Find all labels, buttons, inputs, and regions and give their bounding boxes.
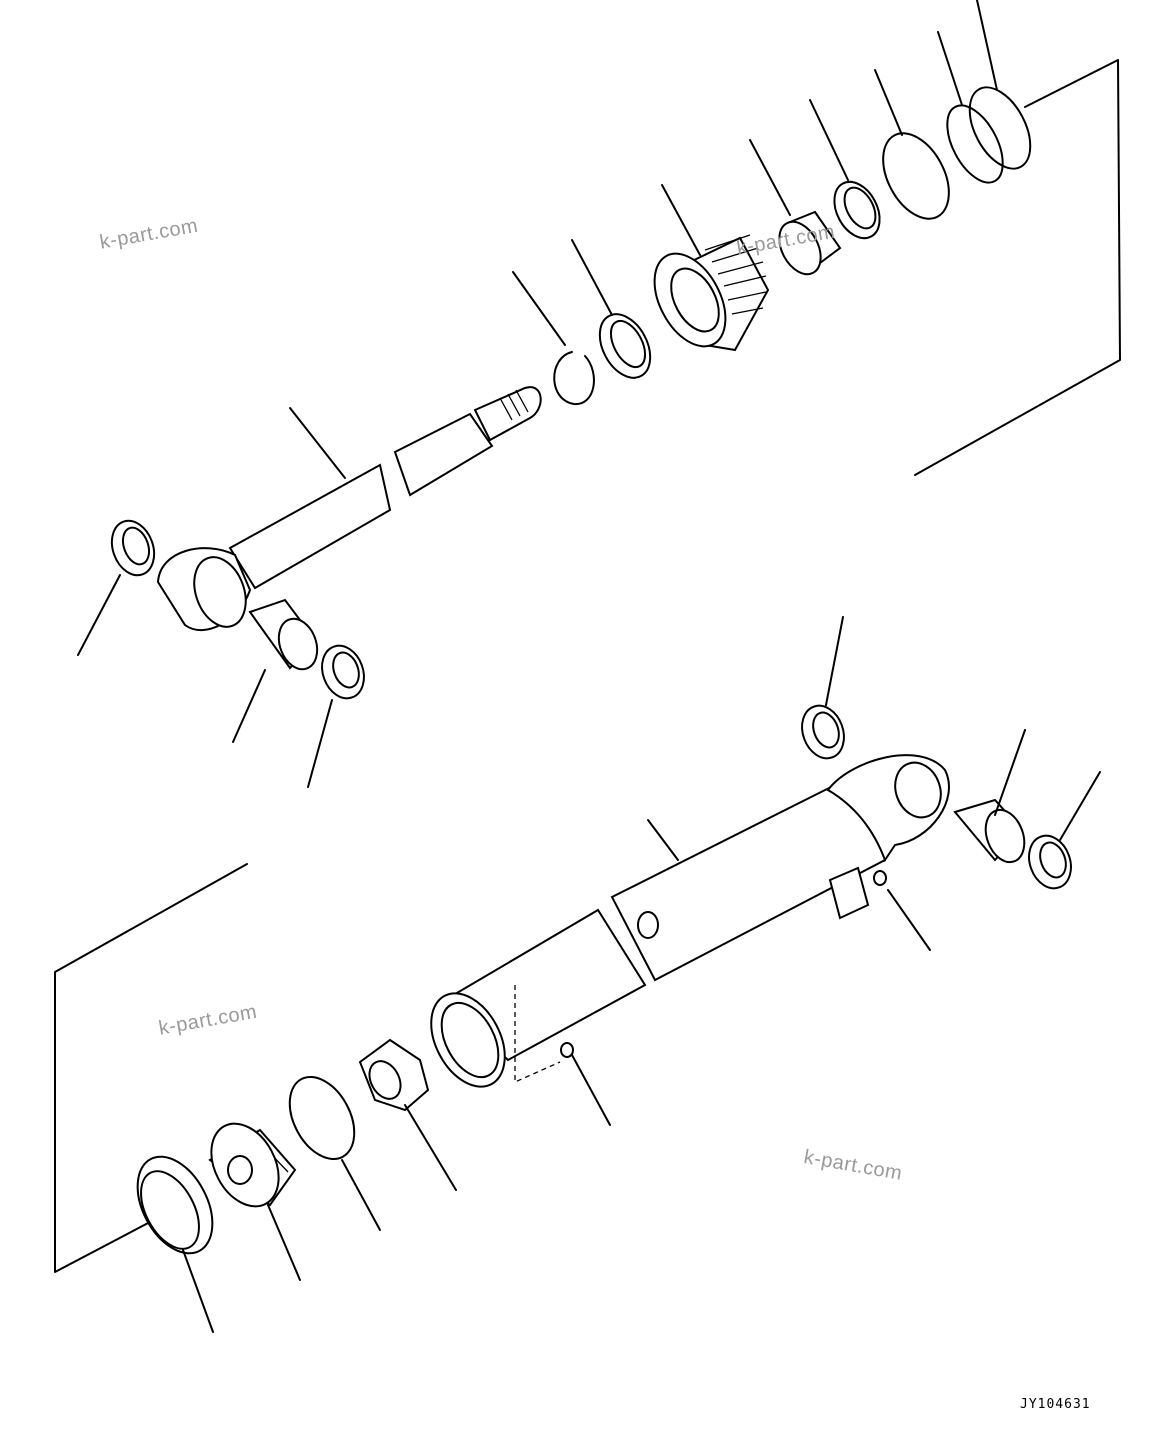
tube-eye-seal-top [801,704,845,760]
backup-ring-part [833,180,881,240]
tube-eye-seal-right [1028,834,1072,890]
small-o-ring-b [560,1042,574,1058]
bushing-part [778,210,842,276]
piston-rod-part [156,386,542,631]
tube-assembly [54,616,1101,1333]
piston-part [208,1122,297,1208]
wear-ring-part [288,1075,356,1161]
o-ring-part [882,132,950,220]
rod-eye-seal-right [321,644,365,700]
piston-seal-part [136,1155,214,1255]
nut-part [358,1038,430,1112]
wiper-ring-part [598,313,652,379]
small-o-ring-a [873,870,887,886]
leader-lines-upper [77,0,998,788]
rod-eye-bushing [248,598,319,671]
tube-eye-bushing [953,798,1026,864]
rod-assembly [77,0,1121,788]
cylinder-tube-part [430,754,950,1088]
ring-part [946,86,1032,184]
assembly-frame-upper [914,59,1121,476]
leader-lines-lower [182,616,1101,1333]
assembly-frame-lower [54,863,248,1273]
snap-ring-part [553,351,595,406]
cylinder-head-part [653,234,770,352]
rod-eye-seal-left [110,519,156,577]
drawing-code: JY104631 [1020,1397,1091,1412]
